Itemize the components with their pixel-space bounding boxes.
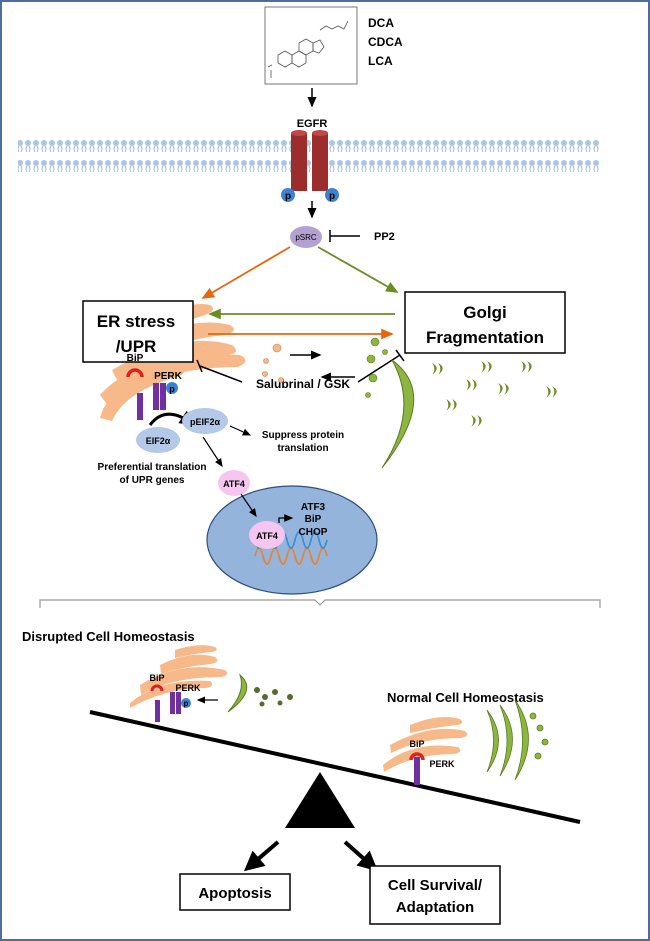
pp2-label: PP2 (374, 231, 395, 243)
cell-survival-box (369, 865, 501, 925)
ligand-cdca: CDCA (368, 35, 403, 49)
bip-label: BiP (127, 353, 144, 364)
bip-label-disrupted: BiP (149, 673, 164, 683)
target-atf3: ATF3 (301, 502, 326, 513)
bracket (39, 599, 601, 608)
atf4-node (218, 470, 250, 496)
preferential-line1: Preferential translation (98, 462, 207, 473)
arrow-apoptosis (243, 840, 280, 872)
arrow-suppress (229, 425, 252, 436)
arrow-atf4-nucleus (240, 493, 257, 517)
ligand-dca: DCA (368, 16, 394, 30)
bile-acid-structure (264, 6, 358, 85)
target-bip: BiP (305, 514, 322, 525)
survival-line1: Cell Survival/ (388, 877, 483, 894)
perk-monomer (414, 757, 420, 785)
atf4-nuclear-node (249, 521, 285, 549)
normal-er (383, 717, 468, 772)
perk-dimer (176, 692, 181, 714)
perk-dimer (170, 692, 175, 714)
suppress-line1: Suppress protein (262, 430, 344, 441)
normal-homeostasis-label: Normal Cell Homeostasis (387, 690, 544, 705)
fulcrum (285, 772, 355, 828)
er-vesicles (262, 343, 284, 383)
preferential-line2: of UPR genes (119, 475, 184, 486)
golgi-box-line2: Fragmentation (426, 328, 544, 347)
disrupted-er (130, 645, 228, 708)
er-box-line2: /UPR (116, 337, 157, 356)
target-chop: CHOP (299, 527, 328, 538)
egfr-receptor (291, 130, 328, 191)
bip-chaperone (126, 368, 144, 378)
phospho-label: p (285, 191, 291, 202)
inhibit-er-line (196, 359, 243, 383)
arrow-psrc-er (201, 246, 291, 299)
perk-monomer (137, 393, 143, 420)
arrow-survival (343, 840, 378, 872)
psrc-node (290, 226, 322, 248)
apoptosis-box (179, 873, 291, 911)
egfr-label: EGFR (297, 118, 328, 130)
inhibit-golgi-line (357, 349, 405, 383)
ligand-lca: LCA (368, 54, 393, 68)
suppress-line2: translation (277, 443, 328, 454)
phospho-circle (166, 382, 178, 394)
perk-label: PERK (154, 371, 183, 382)
disrupted-homeostasis-label: Disrupted Cell Homeostasis (22, 629, 195, 644)
golgi-vesicles (365, 337, 388, 398)
golgi-box-line1: Golgi (463, 303, 506, 322)
er-stress-box (82, 300, 194, 363)
perk-label-normal: PERK (429, 759, 455, 769)
er-box-line1: ER stress (97, 312, 175, 331)
golgi-fragments (430, 359, 558, 429)
salubrinal-gsk-label: Salubrinal / GSK (256, 377, 350, 391)
pp2-inhibit-line (329, 230, 360, 242)
transcription-arrow (278, 514, 294, 523)
golgi-fragmentation-box (404, 291, 566, 354)
bip-chaperone (150, 684, 164, 692)
phospho-circle (325, 188, 339, 202)
arrow-peif2a-atf4 (202, 436, 223, 468)
perk-dimer (153, 383, 159, 410)
normal-golgi-stack (486, 699, 549, 781)
phospho-circle (181, 698, 191, 708)
eif2a-node (136, 427, 180, 453)
nucleus (206, 485, 378, 595)
peif2a-label: pEIF2α (190, 417, 221, 427)
psrc-label: pSRC (295, 233, 317, 242)
balance-beam (89, 710, 581, 824)
perk-label-disrupted: PERK (175, 683, 201, 693)
eif2a-label: EIF2α (146, 436, 171, 446)
perk-dimer (160, 383, 166, 410)
bip-chaperone (409, 752, 425, 761)
phospho-circle (281, 188, 295, 202)
peif2a-node (182, 408, 228, 434)
golgi-crescent-small (227, 673, 248, 713)
phospho-label: p (169, 384, 175, 394)
cell-membrane (18, 138, 600, 178)
phospho-label: p (184, 699, 189, 708)
golgi-crescent (381, 359, 415, 469)
perk-monomer (155, 700, 160, 722)
bip-label-normal: BiP (409, 739, 424, 749)
atf4-label: ATF4 (223, 479, 245, 489)
arrow-psrc-golgi (317, 246, 399, 293)
phospho-label: p (329, 191, 335, 202)
golgi-fragments-small (254, 687, 293, 707)
survival-line2: Adaptation (396, 899, 474, 916)
apoptosis-label: Apoptosis (198, 885, 271, 902)
atf4-nuclear-label: ATF4 (256, 531, 278, 541)
